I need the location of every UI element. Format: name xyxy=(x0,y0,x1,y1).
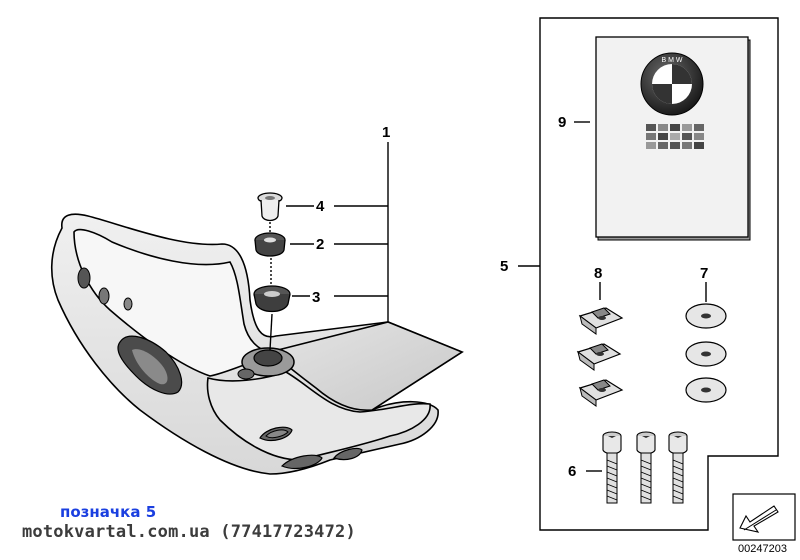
spring-nut-clips xyxy=(576,307,624,407)
kit-frame xyxy=(539,17,779,531)
navigation-arrow-icon[interactable] xyxy=(732,493,796,541)
callout-1: 1 xyxy=(382,124,390,141)
bushing-4 xyxy=(257,192,283,222)
callout-7: 7 xyxy=(700,265,708,282)
footer-site-watermark[interactable]: motokvartal.com.ua (77417723472) xyxy=(22,522,356,542)
footer-label: позначка 5 xyxy=(60,503,157,521)
manual-booklet: B M W xyxy=(595,36,751,241)
rubber-mount-3 xyxy=(253,285,291,313)
callout-5: 5 xyxy=(500,258,508,275)
diagram-number: 00247203 xyxy=(738,543,787,555)
bmw-logo-icon: B M W xyxy=(640,52,704,116)
callout-8: 8 xyxy=(594,265,602,282)
callout-3: 3 xyxy=(312,289,320,306)
rubber-grommet-2 xyxy=(254,232,286,257)
washers xyxy=(685,303,727,403)
svg-text:B M W: B M W xyxy=(662,57,683,64)
callout-9: 9 xyxy=(558,114,566,131)
callout-lines-left xyxy=(286,142,389,322)
callout-2: 2 xyxy=(316,236,324,253)
hex-socket-screws xyxy=(602,431,688,504)
callout-4: 4 xyxy=(316,198,325,215)
language-flags xyxy=(646,124,704,149)
callout-6: 6 xyxy=(568,463,576,480)
skid-plate xyxy=(50,213,464,475)
